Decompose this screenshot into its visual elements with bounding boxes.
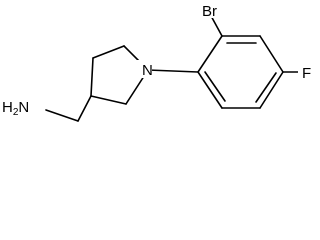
bond-c3-c4-aryl [259, 35, 284, 73]
bond-c4-c5 [92, 45, 125, 59]
structure-diagram: N H2N Br F [2, 0, 312, 122]
n-label-bg [134, 60, 152, 78]
bond-c1-c2 [197, 35, 223, 73]
bond-n-aryl [147, 69, 199, 73]
bond-n-ch2 [45, 109, 79, 122]
bond-c2-c3 [90, 95, 127, 105]
fluorine-label: F [302, 65, 311, 82]
bond-c6-c1-aryl [197, 71, 223, 109]
double-bond-c4-c5 [255, 72, 277, 103]
double-bond-c6-c1 [204, 71, 226, 102]
f-label-bg [298, 63, 312, 81]
nitrogen-label: N [142, 62, 153, 79]
molecule-svg: N H2N Br F [2, 0, 312, 122]
bond-c4-c5-aryl [259, 71, 284, 109]
amine-label: H2N [2, 99, 29, 118]
bond-ch2-c3 [77, 95, 92, 122]
bromine-label: Br [202, 3, 217, 20]
br-label-bg [198, 0, 222, 18]
bond-c3-c4 [90, 57, 94, 97]
